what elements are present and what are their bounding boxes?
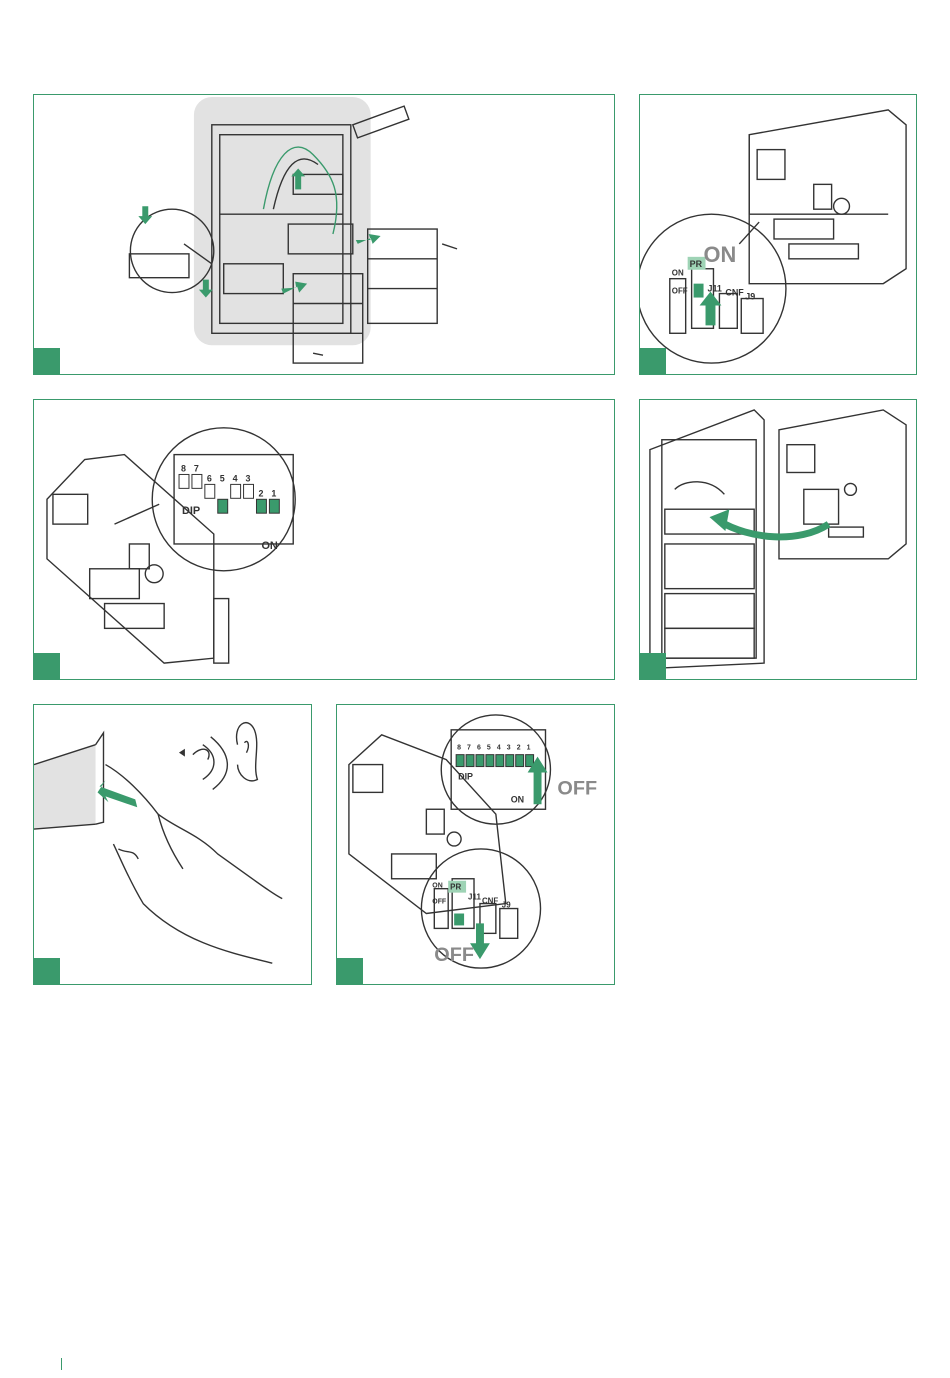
on-label-big: ON bbox=[704, 242, 737, 267]
j9-label: J9 bbox=[745, 292, 755, 302]
off-label-big-bottom: OFF bbox=[434, 944, 474, 966]
dip-label: DIP bbox=[182, 505, 200, 517]
svg-text:5: 5 bbox=[220, 473, 225, 483]
on-label: ON bbox=[672, 269, 684, 278]
dip-label: DIP bbox=[458, 771, 473, 781]
j11-label: J11 bbox=[708, 284, 722, 294]
svg-text:4: 4 bbox=[497, 745, 501, 752]
svg-text:ON: ON bbox=[432, 883, 442, 890]
pr-label: PR bbox=[690, 259, 703, 269]
on-label: ON bbox=[511, 794, 524, 804]
step-badge bbox=[34, 348, 60, 374]
svg-text:2: 2 bbox=[258, 488, 263, 498]
step-badge bbox=[337, 958, 363, 984]
svg-text:OFF: OFF bbox=[432, 899, 446, 906]
cnf-label: CNF bbox=[725, 288, 744, 298]
svg-text:6: 6 bbox=[477, 745, 481, 752]
svg-text:8: 8 bbox=[457, 745, 461, 752]
svg-text:2: 2 bbox=[517, 745, 521, 752]
panel-step-6: 8 7 6 5 4 3 2 1 DIP ON OFF OFF ON OFF PR… bbox=[336, 704, 615, 985]
on-label: ON bbox=[261, 540, 277, 552]
panel-step-2: ON ON OFF PR J11 CNF J9 bbox=[639, 94, 917, 375]
svg-text:J9: J9 bbox=[502, 901, 511, 910]
svg-text:3: 3 bbox=[507, 745, 511, 752]
step-badge bbox=[34, 958, 60, 984]
svg-text:J11: J11 bbox=[468, 893, 481, 902]
svg-text:7: 7 bbox=[194, 463, 199, 473]
svg-text:6: 6 bbox=[207, 473, 212, 483]
svg-text:PR: PR bbox=[450, 883, 461, 892]
step-badge bbox=[640, 348, 666, 374]
svg-text:7: 7 bbox=[467, 745, 471, 752]
svg-text:4: 4 bbox=[233, 473, 238, 483]
page-footer-mark bbox=[61, 1358, 62, 1370]
panel-step-1 bbox=[33, 94, 615, 375]
step-badge bbox=[640, 653, 666, 679]
svg-text:CNF: CNF bbox=[482, 897, 498, 906]
step-badge bbox=[34, 653, 60, 679]
off-label: OFF bbox=[672, 287, 688, 296]
assembly-illustration bbox=[34, 95, 614, 374]
svg-text:1: 1 bbox=[527, 745, 531, 752]
svg-text:1: 1 bbox=[271, 488, 276, 498]
svg-text:5: 5 bbox=[487, 745, 491, 752]
panel-step-5 bbox=[33, 704, 312, 985]
dip-switch-bank bbox=[456, 755, 533, 767]
panel-step-3: 8 7 6 5 4 3 2 1 DIP ON bbox=[33, 399, 615, 680]
svg-text:8: 8 bbox=[181, 463, 186, 473]
off-label-big-top: OFF bbox=[557, 777, 597, 799]
svg-text:3: 3 bbox=[246, 473, 251, 483]
panel-step-4 bbox=[639, 399, 917, 680]
